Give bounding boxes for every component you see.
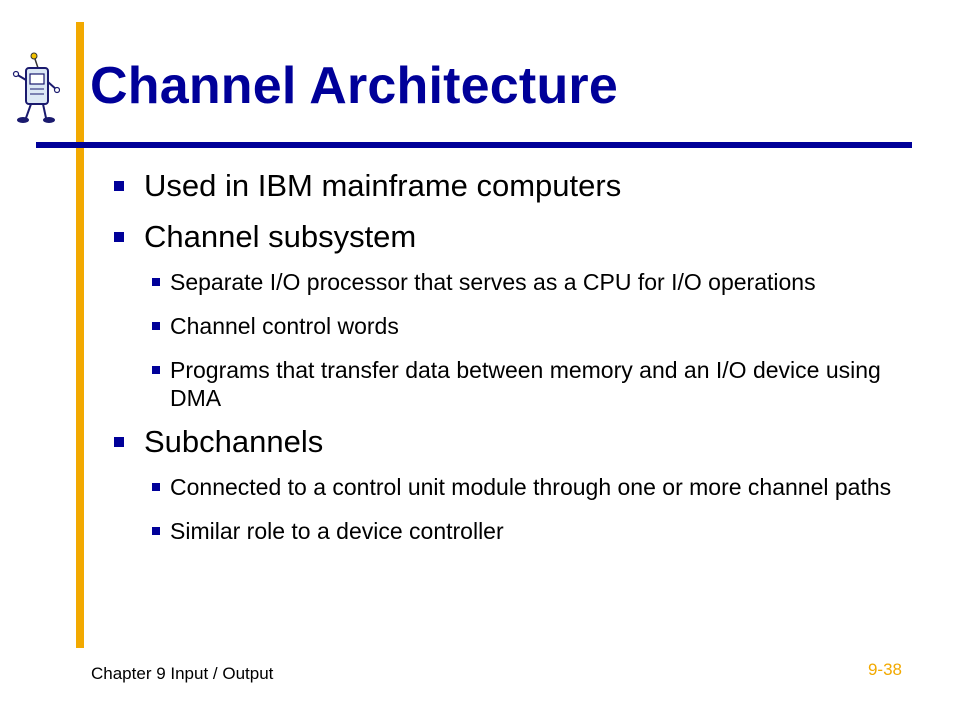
computer-mascot-icon bbox=[12, 52, 60, 123]
sub-bullet-item: Channel control words bbox=[108, 312, 908, 340]
square-bullet-icon bbox=[152, 483, 160, 491]
sub-bullet-text: Programs that transfer data between memo… bbox=[170, 357, 881, 411]
square-bullet-icon bbox=[152, 278, 160, 286]
bullet-item: Channel subsystem bbox=[108, 217, 908, 257]
sub-bullet-text: Connected to a control unit module throu… bbox=[170, 474, 892, 500]
sub-bullet-text: Channel control words bbox=[170, 313, 399, 339]
square-bullet-icon bbox=[152, 527, 160, 535]
sub-bullet-text: Similar role to a device controller bbox=[170, 518, 504, 544]
accent-vertical-bar bbox=[76, 22, 84, 648]
square-bullet-icon bbox=[114, 181, 124, 191]
square-bullet-icon bbox=[114, 232, 124, 242]
sub-bullet-item: Programs that transfer data between memo… bbox=[108, 356, 908, 412]
sub-bullet-item: Separate I/O processor that serves as a … bbox=[108, 268, 908, 296]
sub-bullet-item: Connected to a control unit module throu… bbox=[108, 473, 908, 501]
title-underline bbox=[36, 142, 912, 148]
bullet-list: Used in IBM mainframe computers Channel … bbox=[108, 166, 908, 561]
bullet-item: Subchannels bbox=[108, 422, 908, 462]
sub-bullet-item: Similar role to a device controller bbox=[108, 517, 908, 545]
sub-bullet-text: Separate I/O processor that serves as a … bbox=[170, 269, 816, 295]
bullet-item: Used in IBM mainframe computers bbox=[108, 166, 908, 206]
footer-chapter: Chapter 9 Input / Output bbox=[91, 664, 274, 683]
square-bullet-icon bbox=[114, 437, 124, 447]
square-bullet-icon bbox=[152, 366, 160, 374]
slide-title: Channel Architecture bbox=[90, 57, 618, 115]
bullet-text: Subchannels bbox=[144, 424, 324, 459]
bullet-text: Channel subsystem bbox=[144, 219, 417, 254]
page-number: 9-38 bbox=[867, 660, 902, 679]
square-bullet-icon bbox=[152, 322, 160, 330]
bullet-text: Used in IBM mainframe computers bbox=[144, 168, 622, 203]
